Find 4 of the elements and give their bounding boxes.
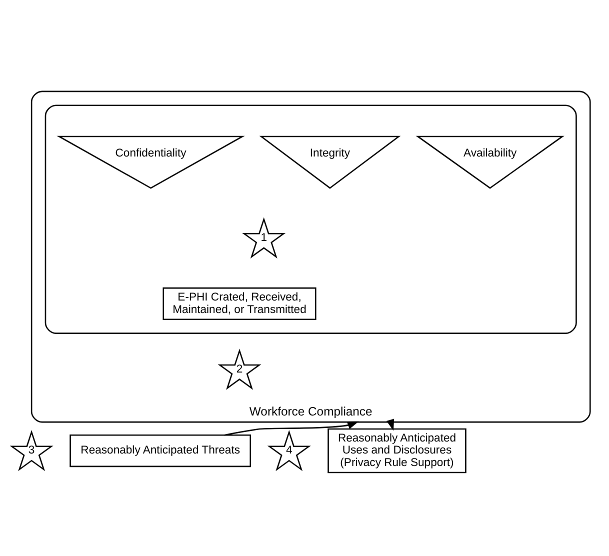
cluster (44, 104, 577, 334)
node-box: E-PHI Crated, Received, Maintained, or Transmitted (162, 286, 316, 320)
node-box: Reasonably Anticipated Uses and Disclosures (Privacy Rule Support) (328, 428, 466, 473)
node-box: Reasonably Anticipated Threats (70, 434, 252, 467)
